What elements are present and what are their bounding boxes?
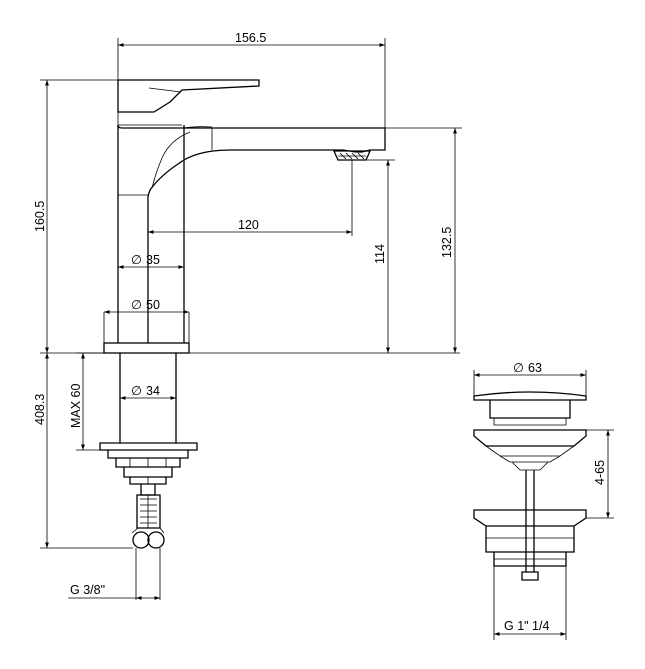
dim-cap-diameter: ∅ 63: [473, 361, 587, 396]
dim-base-diameter: ∅ 50: [103, 298, 190, 343]
dim-shank-diameter: ∅ 34: [120, 384, 176, 400]
dim-drain-thread-label: G 1" 1/4: [504, 619, 549, 633]
dim-height-label: 160.5: [33, 201, 47, 232]
dim-width-label: 156.5: [235, 31, 266, 45]
dim-body-diameter-label: 35: [146, 253, 160, 267]
drain-cap: [473, 391, 587, 426]
dim-below-deck: 408.3: [33, 353, 133, 549]
dim-width: 156.5: [117, 31, 386, 128]
dim-drain-thread: G 1" 1/4: [493, 566, 567, 640]
dim-connection: G 3/8": [68, 583, 160, 600]
dim-max-deck-label: MAX 60: [69, 383, 83, 428]
dim-base-diameter-label: 50: [146, 298, 160, 312]
diameter-symbol-63: ∅: [513, 361, 524, 375]
shank: [99, 353, 198, 485]
dim-spout-height-label: 114: [373, 244, 387, 264]
dim-spout-reach-label: 120: [238, 218, 259, 232]
drain-body: [473, 509, 587, 567]
dim-below-deck-label: 408.3: [33, 394, 47, 425]
dim-body-diameter: ∅ 35: [118, 253, 184, 269]
lever-handle: [117, 79, 260, 126]
faucet-base: [103, 342, 190, 354]
dim-travel: 4-65: [586, 429, 614, 519]
dim-max-deck: MAX 60: [69, 352, 104, 451]
dim-outlet-height: 132.5: [385, 127, 462, 353]
diameter-symbol-34: ∅: [131, 384, 142, 398]
dim-connection-label: G 3/8": [70, 583, 105, 597]
faucet-body: [117, 125, 185, 343]
dim-spout-height: 114: [189, 159, 460, 354]
drain-flange: [473, 429, 587, 471]
faucet-view: 156.5 160.5 120 ∅ 35 ∅ 50 ∅: [33, 31, 462, 600]
dim-cap-diameter-label: 63: [528, 361, 542, 375]
dim-outlet-height-label: 132.5: [440, 227, 454, 258]
dim-shank-diameter-label: 34: [146, 384, 160, 398]
spout: [117, 124, 386, 343]
dim-spout-reach: 120: [148, 160, 353, 236]
drain-stem: [521, 470, 539, 581]
supply-hoses: [131, 484, 165, 600]
diameter-symbol-35: ∅: [131, 253, 142, 267]
drain-view: ∅ 63 4-65 G 1" 1/4: [473, 361, 614, 640]
dim-travel-label: 4-65: [593, 460, 607, 485]
diameter-symbol-50: ∅: [131, 298, 142, 312]
